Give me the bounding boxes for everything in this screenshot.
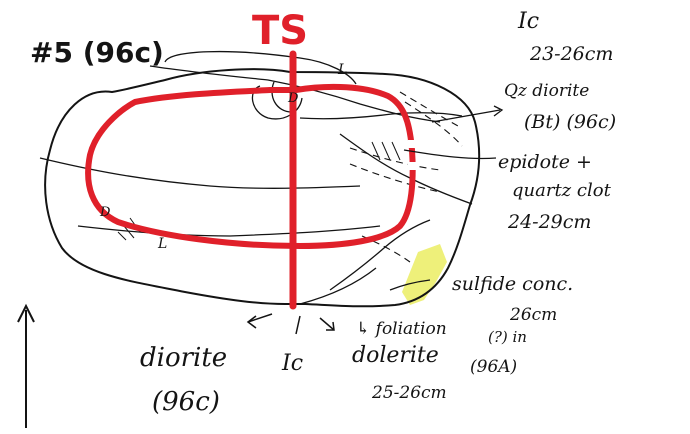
top-right-ic: Ic xyxy=(517,9,539,34)
orientation-arrow xyxy=(18,306,34,428)
foliation-ref: (96A) xyxy=(470,357,517,377)
top-right-rock: Qz diorite xyxy=(504,81,589,101)
bottom-arrows xyxy=(248,314,334,334)
epidote-line1: epidote + xyxy=(498,151,592,173)
ts-label: TS xyxy=(252,8,308,54)
top-right-mineral: (Bt) (96c) xyxy=(524,111,616,133)
sulfide-patch xyxy=(402,244,447,305)
diorite-line2: (96c) xyxy=(152,387,220,417)
letter-D-top: D xyxy=(287,91,299,106)
letter-L-bottom: L xyxy=(157,236,167,252)
epidote-depth: 24-29cm xyxy=(507,211,591,233)
diorite-line1: diorite xyxy=(140,343,227,373)
sample-id: #5 (96c) xyxy=(30,36,164,69)
sulfide-line1: sulfide conc. xyxy=(452,273,573,295)
sulfide-depth: 26cm xyxy=(509,305,557,325)
foliation-rock: dolerite xyxy=(352,343,439,368)
top-right-depth: 23-26cm xyxy=(529,43,613,65)
letter-L-top: L xyxy=(337,62,347,78)
foliation-q: (?) in xyxy=(488,328,527,346)
foliation-line1: ↳ foliation xyxy=(356,319,447,339)
hatch-marks xyxy=(118,142,400,240)
letter-D-left: D xyxy=(99,205,111,220)
thin-section-outline xyxy=(88,87,413,246)
bottom-ic: Ic xyxy=(281,351,303,376)
foliation-depth: 25-26cm xyxy=(371,383,447,403)
epidote-line2: quartz clot xyxy=(512,180,612,201)
